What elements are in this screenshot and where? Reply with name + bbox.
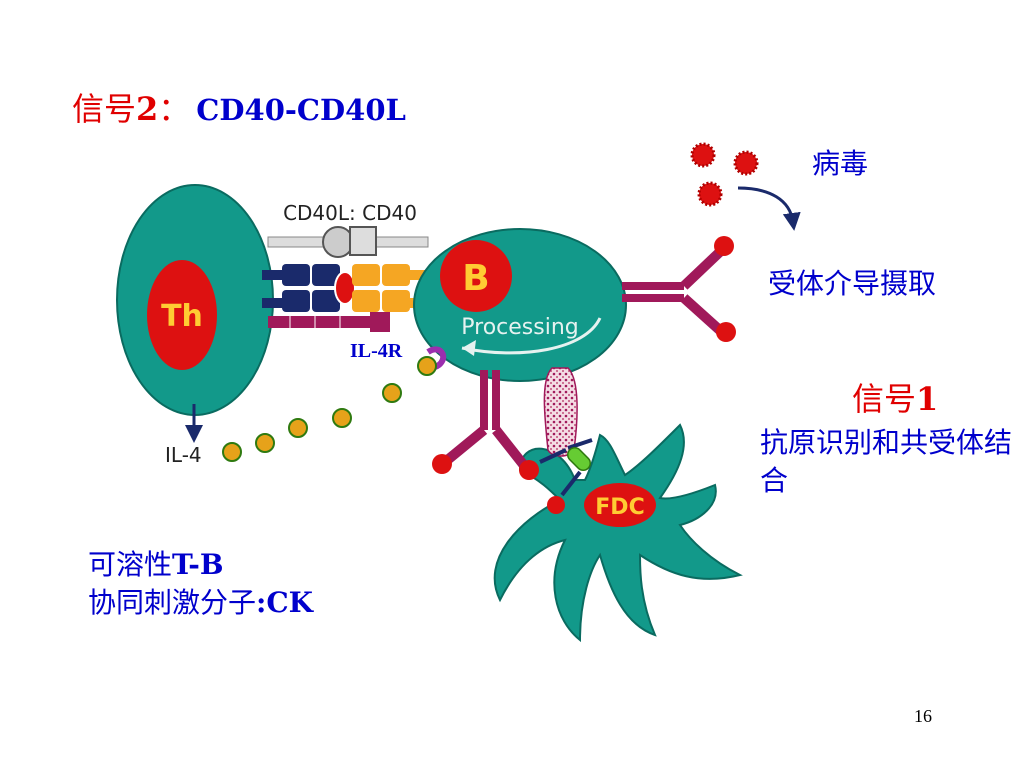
- b-label: B: [462, 258, 489, 299]
- virus-label: 病毒: [812, 147, 869, 180]
- free-viruses: [690, 142, 801, 231]
- bound-virus: [716, 322, 736, 342]
- page-number: 16: [914, 706, 932, 726]
- title-signal-label: 信号: [72, 90, 137, 128]
- cd40-label: CD40L: CD40: [283, 201, 417, 225]
- slide-title: 信号2：CD40-CD40L: [72, 84, 406, 130]
- cd40-cd40l-connector: CD40L: CD40: [267, 201, 429, 258]
- processing-label: Processing: [461, 315, 578, 340]
- il4-molecule: [255, 433, 275, 453]
- il4-label: IL-4: [165, 443, 202, 467]
- th-label: Th: [161, 299, 203, 334]
- soluble-line2-en: :CK: [256, 586, 313, 619]
- bound-virus: [714, 236, 734, 256]
- il4-molecule: [332, 408, 352, 428]
- signal1-description: 抗原识别和共受体结合: [760, 426, 1013, 497]
- th-cell: Th: [116, 184, 274, 416]
- bound-antigen: [519, 460, 539, 480]
- signal1-number: 1: [916, 380, 939, 418]
- co-receptor-bar: [268, 312, 390, 332]
- antigen-peptide: [334, 271, 356, 305]
- b-cell-surface-receptor-right: [622, 236, 736, 342]
- soluble-line1-cn: 可溶性: [88, 548, 173, 581]
- title-molecule: CD40-CD40L: [196, 93, 406, 127]
- th-nucleus: [147, 260, 217, 370]
- fdc-cell: FDC: [493, 423, 743, 643]
- co-receptor-complex: [539, 367, 593, 514]
- bcr-antibody: [432, 370, 539, 480]
- tcr-mhc-complex: [262, 264, 428, 312]
- il4-molecule: [382, 383, 402, 403]
- soluble-line2: 协同刺激分子:CK: [88, 584, 313, 622]
- il4-molecule: [222, 442, 242, 462]
- virus-particle: [697, 181, 723, 207]
- il4r-label: IL-4R: [350, 340, 403, 362]
- fdc-nucleus: [584, 483, 656, 527]
- b-nucleus: [440, 240, 512, 312]
- soluble-line1: 可溶性T-B: [88, 546, 313, 584]
- soluble-line2-cn: 协同刺激分子: [88, 586, 257, 619]
- il4-molecule: [417, 356, 437, 376]
- uptake-arrow: [737, 186, 801, 231]
- soluble-line1-en: T-B: [172, 548, 224, 581]
- virus-particle: [690, 142, 716, 168]
- fdc-label: FDC: [595, 495, 644, 520]
- complement-fragment: [567, 447, 591, 471]
- processing-arrow: [461, 317, 602, 355]
- il4-secretion: IL-4: [165, 356, 437, 467]
- receptor-uptake-label: 受体介导摄取: [768, 267, 937, 300]
- virus-particle: [733, 150, 759, 176]
- complement-antigen: [547, 496, 565, 514]
- signal1-label: 信号: [852, 380, 917, 418]
- title-signal-number: 2: [136, 90, 159, 128]
- il4-molecule: [288, 418, 308, 438]
- bound-antigen: [432, 454, 452, 474]
- title-separator: ：: [158, 90, 191, 128]
- signal1-title: 信号1: [852, 374, 938, 420]
- b-cell: B Processing: [413, 228, 627, 382]
